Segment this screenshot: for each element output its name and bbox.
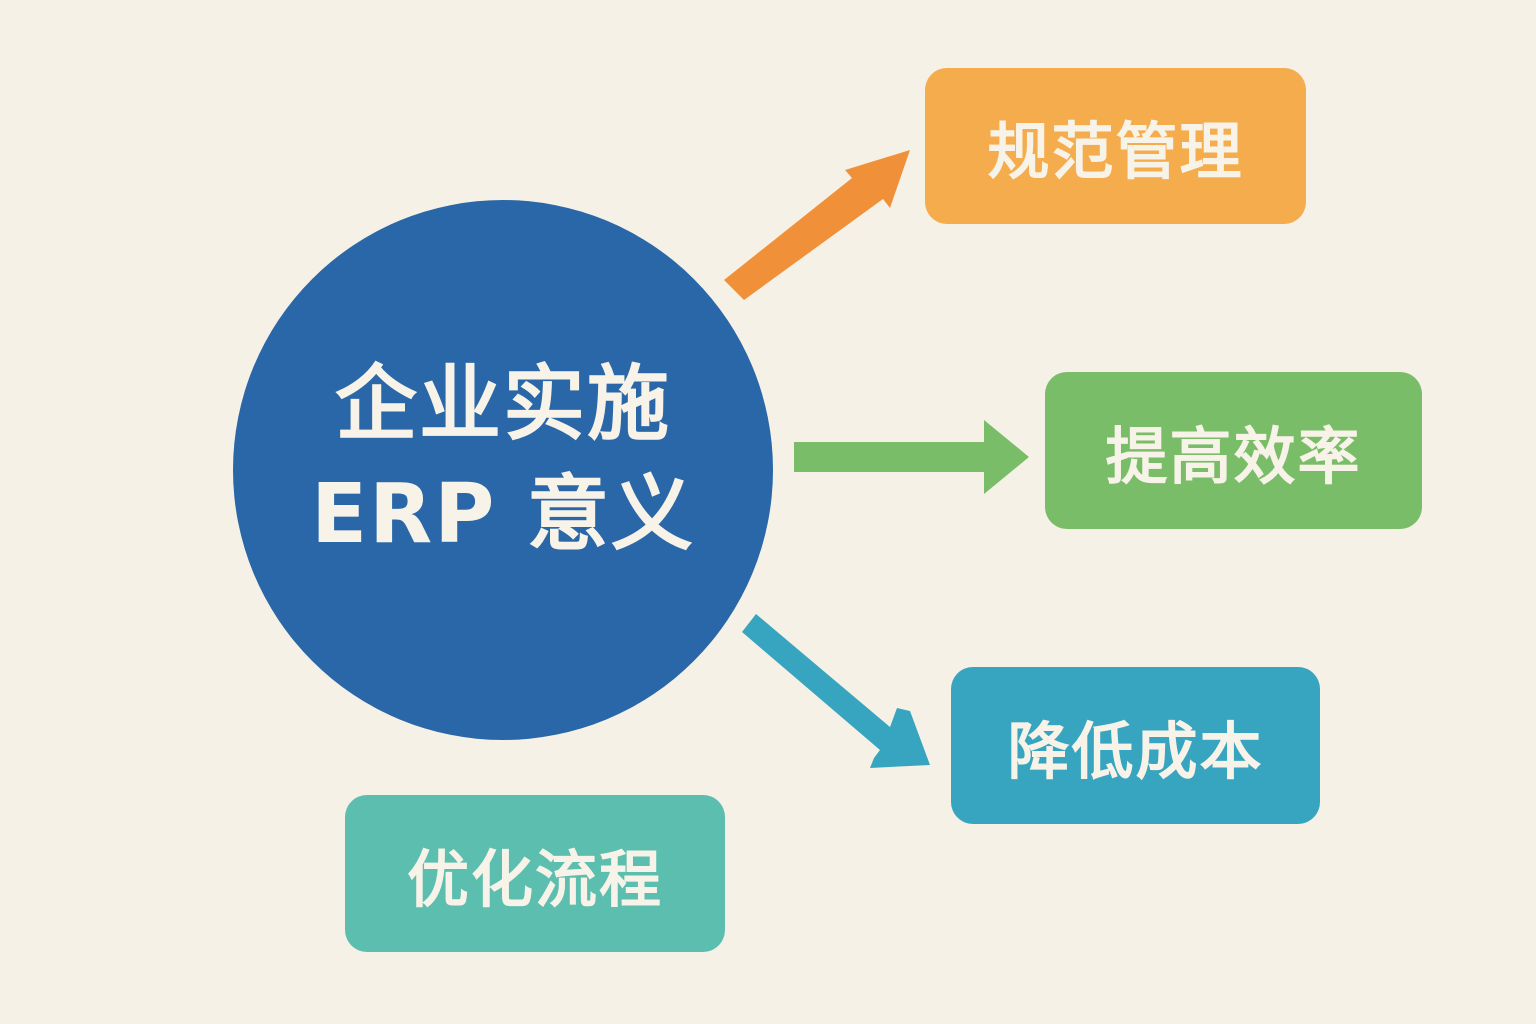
- node-standardize-management: 规范管理: [925, 68, 1306, 224]
- center-topic-line2: ERP 意义: [311, 467, 695, 562]
- arrow-to-standardize-management: [724, 150, 910, 300]
- node-improve-efficiency: 提高效率: [1045, 372, 1422, 529]
- node-optimize-process: 优化流程: [345, 795, 725, 952]
- node-label: 提高效率: [1105, 419, 1362, 493]
- arrow-to-reduce-cost: [742, 614, 930, 768]
- center-topic-line1: 企业实施: [334, 357, 671, 452]
- node-reduce-cost: 降低成本: [951, 667, 1320, 824]
- node-label: 规范管理: [987, 115, 1244, 188]
- node-label: 优化流程: [406, 842, 663, 916]
- center-topic-circle: 企业实施 ERP 意义: [233, 200, 773, 740]
- arrow-to-improve-efficiency: [794, 420, 1029, 494]
- node-label: 降低成本: [1007, 714, 1264, 788]
